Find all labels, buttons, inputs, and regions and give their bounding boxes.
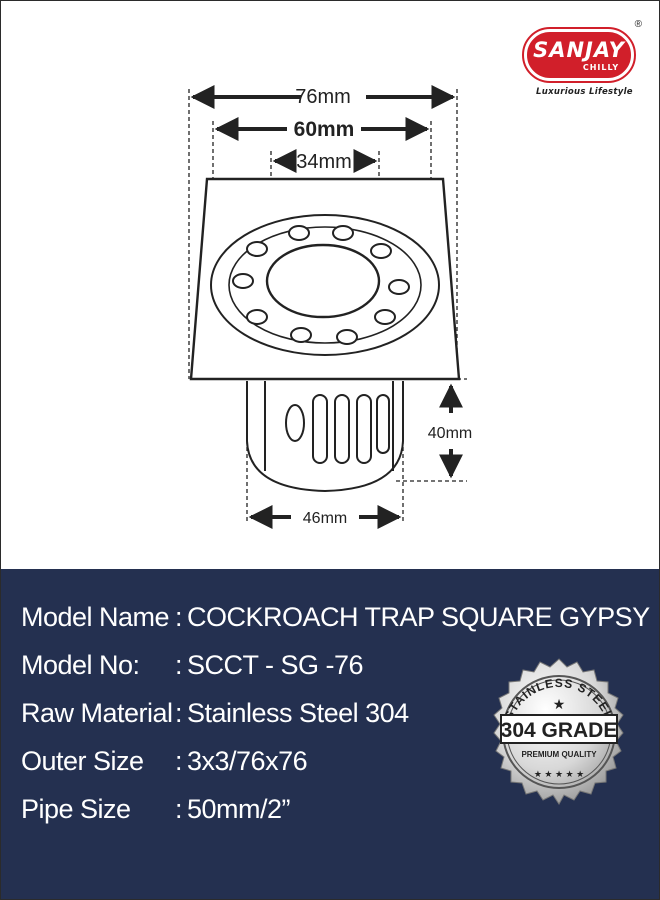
spec-value: 3x3/76x76 [187, 746, 308, 776]
grade-seal: STAINLESS STEEL ★ 304 GRADE PREMIUM QUAL… [493, 658, 624, 805]
spec-label: Pipe Size [21, 794, 131, 824]
brand-sub: CHILLY [582, 63, 620, 72]
dim-grate-width: 60mm [294, 118, 355, 141]
stars-icon: ★ ★ ★ ★ ★ [534, 769, 584, 779]
spec-separator: : [175, 746, 183, 776]
spec-label: Outer Size [21, 746, 144, 776]
specs-panel: Model Name : COCKROACH TRAP SQUARE GYPSY… [1, 569, 659, 899]
drain-trap-diagram: 76mm 60mm 34mm 40mm 46mm [188, 85, 472, 529]
seal-quality: PREMIUM QUALITY [521, 750, 597, 759]
brand-tagline: Luxurious Lifestyle [536, 87, 633, 97]
spec-value: SCCT - SG -76 [187, 650, 364, 680]
dim-outer-width: 76mm [295, 86, 351, 108]
spec-separator: : [175, 698, 183, 728]
spec-value: 50mm/2” [187, 794, 291, 824]
trap-cup [246, 381, 404, 493]
dim-trap-height: 40mm [428, 425, 472, 442]
dim-inner-width: 34mm [296, 151, 352, 173]
technical-drawing: 76mm 60mm 34mm 40mm 46mm [1, 1, 659, 569]
spec-separator: : [175, 794, 183, 824]
star-icon: ★ [553, 696, 566, 712]
brand-name: SANJAY [533, 38, 625, 62]
spec-value: Stainless Steel 304 [187, 698, 409, 728]
registered-mark: ® [634, 19, 642, 30]
dim-trap-width: 46mm [303, 510, 347, 527]
round-grate [210, 214, 440, 356]
seal-grade-band [500, 714, 618, 744]
spec-separator: : [175, 650, 183, 680]
spec-value: COCKROACH TRAP SQUARE GYPSY [187, 602, 650, 632]
logo-badge: SANJAY CHILLY [522, 27, 636, 83]
dimension-arrows [190, 85, 463, 529]
brand-logo: SANJAY CHILLY ® Luxurious Lifestyle [516, 19, 642, 103]
spec-label: Model Name [21, 602, 170, 632]
seal-grade: 304 GRADE [501, 719, 618, 742]
spec-label: Raw Material [21, 698, 173, 728]
spec-separator: : [175, 602, 183, 632]
spec-label: Model No: [21, 650, 140, 680]
